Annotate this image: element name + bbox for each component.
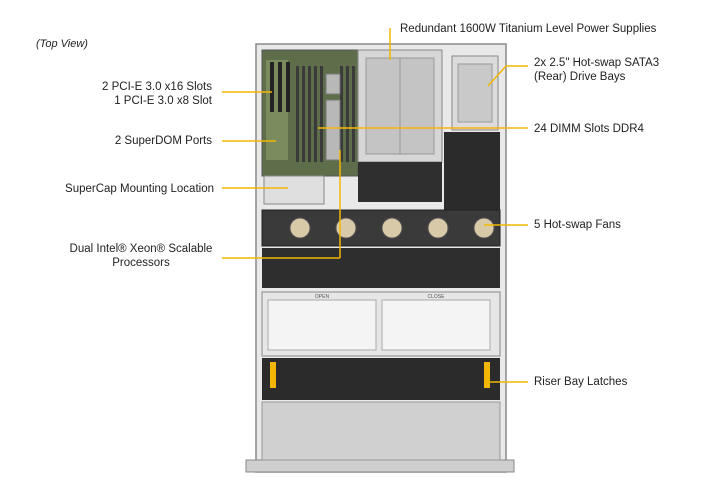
fan-wall	[261, 209, 501, 247]
lower-compartment	[262, 248, 500, 288]
riser-latch-left[interactable]	[270, 362, 276, 388]
callout-lines	[222, 28, 528, 383]
cpu-label: Dual Intel® Xeon® Scalable Processors	[66, 242, 216, 270]
riser-bay	[262, 358, 500, 400]
riser-latches-label: Riser Bay Latches	[534, 376, 628, 388]
superdom-label: 2 SuperDOM Ports	[114, 135, 212, 147]
dimm-slots-label: 24 DIMM Slots DDR4	[534, 123, 644, 135]
dimm-slots	[296, 66, 355, 162]
power-supply-bay	[357, 49, 443, 163]
cpu-line1: Dual Intel® Xeon® Scalable	[69, 243, 213, 255]
drive-bays-label: 2x 2.5" Hot-swap SATA3 (Rear) Drive Bays	[534, 56, 659, 84]
riser-cover-panel	[261, 291, 501, 357]
pcie-line1: 2 PCI-E 3.0 x16 Slots	[102, 81, 212, 93]
supercap-mount	[263, 175, 325, 205]
cable-area	[358, 132, 500, 212]
pcie-line2: 1 PCI-E 3.0 x8 Slot	[114, 95, 212, 107]
supercap-label: SuperCap Mounting Location	[65, 183, 214, 195]
power-supplies-label: Redundant 1600W Titanium Level Power Sup…	[400, 23, 657, 35]
drive-bays-line1: 2x 2.5" Hot-swap SATA3	[534, 57, 660, 69]
drive-bays-line2: (Rear) Drive Bays	[534, 71, 626, 83]
fans-label: 5 Hot-swap Fans	[534, 219, 621, 231]
pcie-slots-label: 2 PCI-E 3.0 x16 Slots 1 PCI-E 3.0 x8 Slo…	[96, 80, 212, 108]
pcie-slots	[270, 62, 290, 112]
cpu-line2: Processors	[112, 257, 170, 269]
open-label: OPEN	[315, 294, 330, 300]
view-label: (Top View)	[36, 38, 88, 50]
close-label: CLOSE	[428, 294, 446, 300]
cpu-heatsinks	[325, 73, 341, 161]
riser-latch-right[interactable]	[484, 362, 490, 388]
rear-drive-bays	[451, 55, 499, 131]
front-drive-area	[261, 401, 501, 461]
